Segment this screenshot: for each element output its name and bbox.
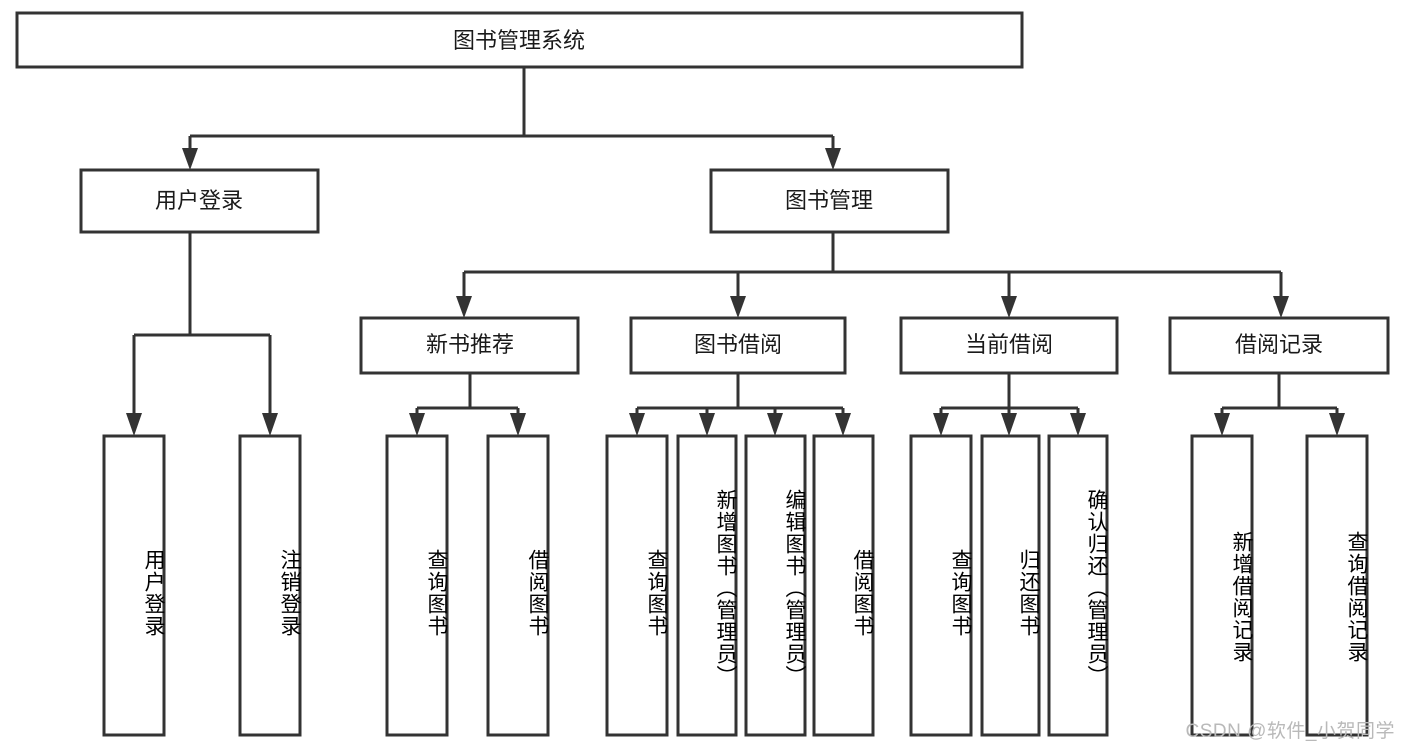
- connector-group-current-borrow: [933, 373, 1086, 436]
- arrow-book-to-n4: [1273, 296, 1289, 318]
- connector-group-book-manage: [456, 232, 1289, 318]
- node-root[interactable]: 图书管理系统: [15, 11, 1024, 69]
- node-book-manage-box[interactable]: [709, 168, 950, 234]
- arrow-borrow-leaf2: [699, 413, 715, 436]
- leaf-box-book-borrow-2[interactable]: [744, 434, 807, 737]
- arrow-record-leaf1: [1214, 413, 1230, 436]
- leaf-boxes-new-book: [385, 434, 550, 737]
- arrow-book-to-n1: [456, 296, 472, 318]
- arrow-newbook-leaf1: [409, 413, 425, 436]
- node-user-login-box[interactable]: [79, 168, 320, 234]
- node-borrow-record[interactable]: 借阅记录: [1168, 316, 1390, 375]
- leaf-box-new-book-1[interactable]: [486, 434, 550, 737]
- leaf-boxes-user-login: [102, 434, 302, 737]
- node-borrow-record-label: 借阅记录: [1235, 332, 1323, 357]
- connector-group-borrow-record: [1214, 373, 1345, 436]
- connector-group-book-borrow: [629, 373, 851, 436]
- leaf-box-user-login-0[interactable]: [102, 434, 166, 737]
- leaf-box-borrow-record-1[interactable]: [1305, 434, 1369, 737]
- arrow-borrow-leaf4: [835, 413, 851, 436]
- node-current-borrow-label: 当前借阅: [965, 332, 1053, 357]
- arrow-user-leaf2: [262, 413, 278, 436]
- leaf-boxes-current-borrow: [909, 434, 1109, 737]
- node-borrow-record-box[interactable]: [1168, 316, 1390, 375]
- leaf-boxes-borrow-record: [1190, 434, 1369, 737]
- arrow-book-to-n2: [730, 296, 746, 318]
- arrow-root-to-book: [825, 148, 841, 170]
- node-user-login-label: 用户登录: [155, 188, 243, 213]
- leaf-box-new-book-0[interactable]: [385, 434, 449, 737]
- leaf-box-book-borrow-1[interactable]: [676, 434, 738, 737]
- connector-group-root: [182, 67, 841, 170]
- leaf-box-current-borrow-2[interactable]: [1047, 434, 1109, 737]
- arrow-record-leaf2: [1329, 413, 1345, 436]
- leaf-boxes-book-borrow: [605, 434, 875, 737]
- leaf-box-book-borrow-3[interactable]: [812, 434, 875, 737]
- arrow-newbook-leaf2: [510, 413, 526, 436]
- leaf-box-borrow-record-0[interactable]: [1190, 434, 1254, 737]
- node-current-borrow-box[interactable]: [899, 316, 1119, 375]
- node-root-box[interactable]: [15, 11, 1024, 69]
- csdn-watermark: CSDN @软件_小贺同学: [1185, 721, 1395, 742]
- node-new-book-recommend-label: 新书推荐: [426, 332, 514, 357]
- leaf-box-current-borrow-0[interactable]: [909, 434, 973, 737]
- arrow-borrow-leaf3: [767, 413, 783, 436]
- node-book-borrow-box[interactable]: [629, 316, 847, 375]
- leaf-box-user-login-1[interactable]: [238, 434, 302, 737]
- arrow-borrow-leaf1: [629, 413, 645, 436]
- node-book-borrow-label: 图书借阅: [694, 332, 782, 357]
- arrow-book-to-n3: [1001, 296, 1017, 318]
- node-user-login[interactable]: 用户登录: [79, 168, 320, 234]
- arrow-current-leaf2: [1001, 413, 1017, 436]
- arrow-current-leaf1: [933, 413, 949, 436]
- arrow-current-leaf3: [1070, 413, 1086, 436]
- node-current-borrow[interactable]: 当前借阅: [899, 316, 1119, 375]
- arrow-root-to-user: [182, 148, 198, 170]
- node-new-book-recommend[interactable]: 新书推荐: [359, 316, 580, 375]
- node-book-manage-label: 图书管理: [785, 188, 873, 213]
- connector-group-new-book: [409, 373, 526, 436]
- leaf-box-current-borrow-1[interactable]: [980, 434, 1041, 737]
- node-book-borrow[interactable]: 图书借阅: [629, 316, 847, 375]
- node-new-book-recommend-box[interactable]: [359, 316, 580, 375]
- node-book-manage[interactable]: 图书管理: [709, 168, 950, 234]
- leaf-box-book-borrow-0[interactable]: [605, 434, 669, 737]
- node-root-label: 图书管理系统: [453, 28, 585, 53]
- connector-group-user-login: [126, 232, 278, 436]
- arrow-user-leaf1: [126, 413, 142, 436]
